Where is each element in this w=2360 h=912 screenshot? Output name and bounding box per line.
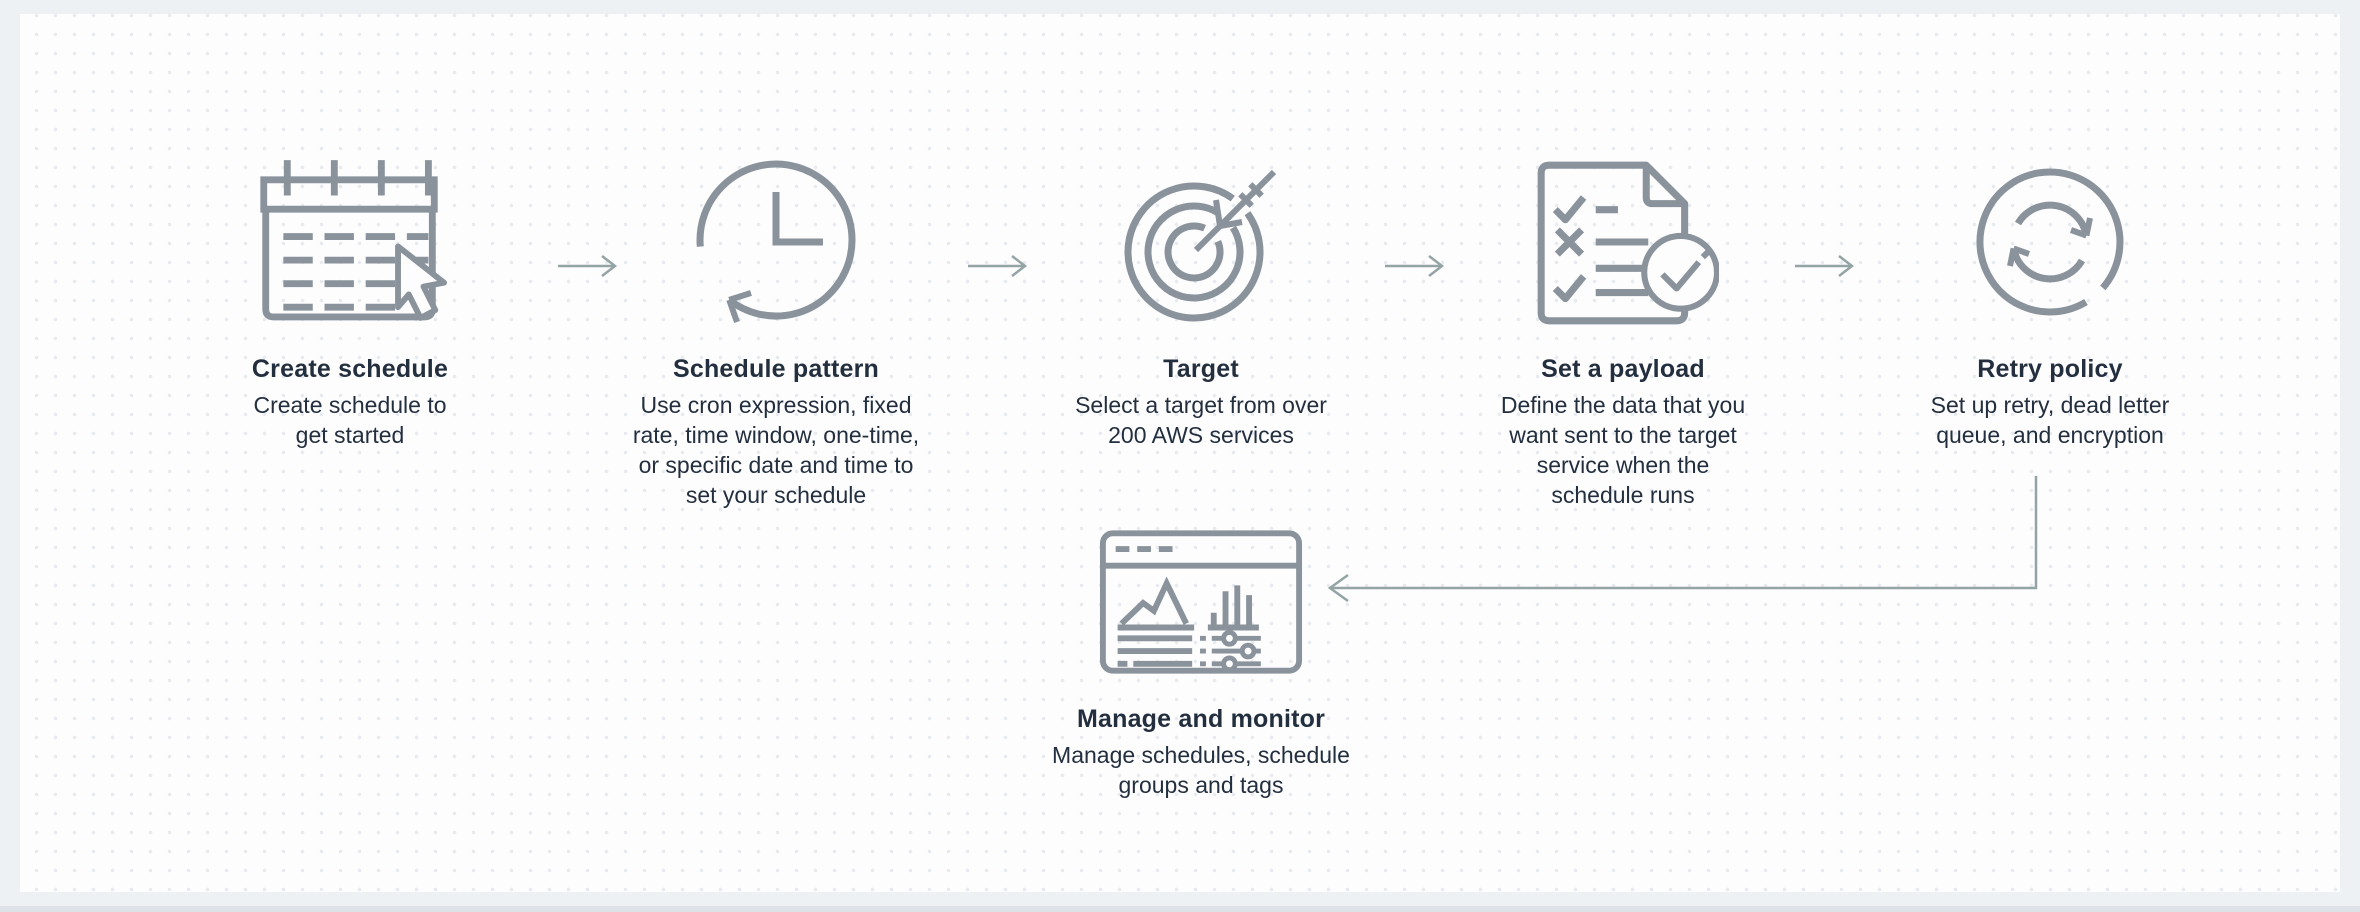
- step-title: Manage and monitor: [1076, 705, 1326, 733]
- target-arrow-icon: [1124, 169, 1276, 322]
- step-create-schedule: Create schedule Create schedule to get s…: [170, 154, 530, 450]
- bottom-edge-divider: [0, 906, 2360, 912]
- calendar-cursor-icon: [260, 160, 448, 321]
- step-retry-policy: Retry policy Set up retry, dead letter q…: [1870, 154, 2230, 450]
- step-desc: Select a target from over 200 AWS servic…: [1075, 392, 1327, 448]
- step-schedule-pattern: Schedule pattern Use cron expression, fi…: [596, 154, 956, 510]
- step-desc: Manage schedules, schedule groups and ta…: [1052, 742, 1350, 798]
- flow-arrow-icon: [1795, 255, 1855, 277]
- step-desc: Create schedule to get started: [253, 392, 447, 448]
- step-desc: Use cron expression, fixed rate, time wi…: [632, 392, 920, 508]
- checklist-document-icon: [1537, 161, 1719, 325]
- flow-arrow-icon: [558, 255, 618, 277]
- dashboard-window-icon: [1099, 529, 1303, 674]
- flow-arrow-icon: [1385, 255, 1445, 277]
- clock-history-icon: [696, 160, 856, 323]
- step-set-a-payload: Set a payload Define the data that you w…: [1443, 154, 1803, 510]
- step-title: Schedule pattern: [672, 355, 880, 383]
- step-manage-and-monitor: Manage and monitor Manage schedules, sch…: [1021, 524, 1381, 800]
- step-title: Set a payload: [1541, 355, 1705, 383]
- step-desc: Set up retry, dead letter queue, and enc…: [1930, 392, 2170, 448]
- step-desc: Define the data that you want sent to th…: [1500, 392, 1746, 508]
- step-title: Target: [1163, 355, 1239, 383]
- retry-sync-icon: [1976, 167, 2124, 315]
- step-title: Retry policy: [1977, 355, 2123, 383]
- diagram-panel: Create schedule Create schedule to get s…: [20, 14, 2340, 892]
- flow-arrow-icon: [968, 255, 1028, 277]
- step-target: Target Select a target from over 200 AWS…: [1021, 154, 1381, 450]
- step-title: Create schedule: [251, 355, 449, 383]
